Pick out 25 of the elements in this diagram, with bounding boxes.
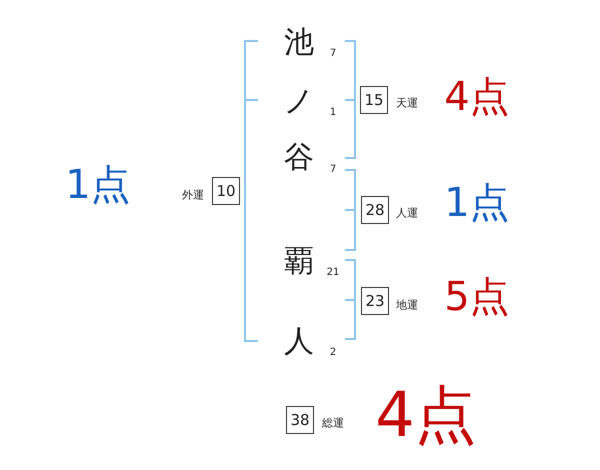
fortune-label: 総運 (322, 418, 344, 428)
name-character: ノ (284, 87, 314, 117)
number-box: 23 (361, 287, 389, 315)
number-box: 28 (361, 196, 389, 224)
stroke-count: 7 (330, 165, 336, 175)
number-box: 10 (212, 177, 240, 205)
score-text: 4点 (444, 77, 510, 117)
fortune-label: 外運 (182, 190, 204, 200)
number-box: 38 (286, 406, 314, 434)
score-text: 5点 (444, 277, 510, 317)
fortune-label: 人運 (396, 208, 418, 218)
fortune-label: 地運 (396, 300, 418, 310)
name-character: 覇 (284, 247, 314, 277)
fortune-label: 天運 (396, 98, 418, 108)
name-character: 人 (284, 327, 314, 357)
name-character: 谷 (284, 143, 314, 173)
score-text: 1点 (65, 165, 131, 205)
stroke-count: 7 (330, 49, 336, 59)
name-character: 池 (284, 28, 314, 58)
stroke-count: 2 (330, 348, 336, 358)
stroke-count: 1 (330, 108, 336, 118)
number-box: 15 (360, 86, 388, 114)
score-text: 1点 (444, 183, 510, 223)
stroke-count: 21 (326, 268, 340, 278)
score-text: 4点 (375, 384, 477, 446)
